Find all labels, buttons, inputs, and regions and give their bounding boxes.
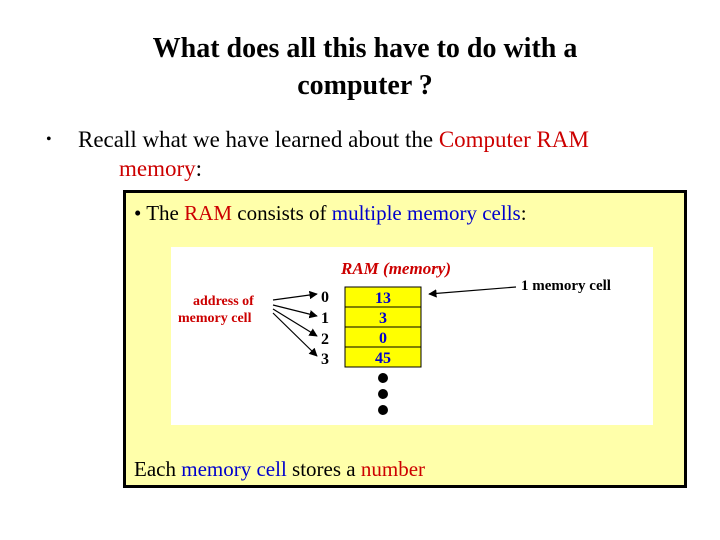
ram-diagram: RAM (memory) address of memory cell 0 1 … [171,247,653,425]
slide-title-line2: computer ? [297,70,433,101]
recall-text-colon: : [195,156,203,181]
address-arrow-3 [272,312,318,357]
recall-bullet-text-line2: memory: [119,155,202,183]
ram-box-bullet: • The RAM consists of multiple memory ce… [134,201,527,226]
box-bullet-ram: RAM [184,201,232,225]
memory-value-1: 3 [379,310,387,327]
footer-memory-cell: memory cell [181,457,287,481]
address-label-line2: memory cell [178,311,252,326]
ram-info-box: • The RAM consists of multiple memory ce… [123,190,687,488]
memory-cell-arrow [428,286,517,298]
box-bullet-memory-cells: multiple memory cells [331,201,521,225]
box-bullet-c: consists of [232,201,332,225]
recall-text-a: Recall what we have learned about the [78,127,439,152]
ram-box-footer: Each memory cell stores a number [134,457,425,482]
address-arrow-2 [272,308,318,337]
continuation-dot-1 [378,373,388,383]
memory-cell-label: 1 memory cell [521,278,611,294]
address-3: 3 [321,351,329,368]
address-arrow-0 [272,290,318,301]
memory-value-0: 13 [375,290,391,307]
memory-cell-3 [344,346,422,368]
address-1: 1 [321,310,329,327]
slide-title-line1: What does all this have to do with a [152,33,578,64]
box-bullet-marker: • [134,201,142,225]
continuation-dot-2 [378,389,388,399]
footer-c: stores a [286,457,361,481]
address-arrow-1 [272,304,318,319]
box-bullet-colon: : [520,201,527,225]
continuation-dot-3 [378,405,388,415]
bullet-marker: • [46,131,52,148]
slide-title: What does all this have to do with a com… [0,30,720,104]
footer-a: Each [134,457,182,481]
address-2: 2 [321,331,329,348]
memory-value-3: 45 [375,350,391,367]
memory-value-2: 0 [379,330,387,347]
footer-number: number [360,457,426,481]
address-label-line1: address of [193,294,254,309]
ram-diagram-svg: RAM (memory) address of memory cell 0 1 … [178,259,611,415]
recall-text-memory: memory [119,156,196,181]
box-bullet-a: The [146,201,185,225]
recall-bullet-text: Recall what we have learned about the Co… [78,126,589,154]
address-0: 0 [321,289,329,306]
recall-text-computer-ram: Computer RAM [438,127,589,152]
ram-title: RAM (memory) [340,259,451,278]
